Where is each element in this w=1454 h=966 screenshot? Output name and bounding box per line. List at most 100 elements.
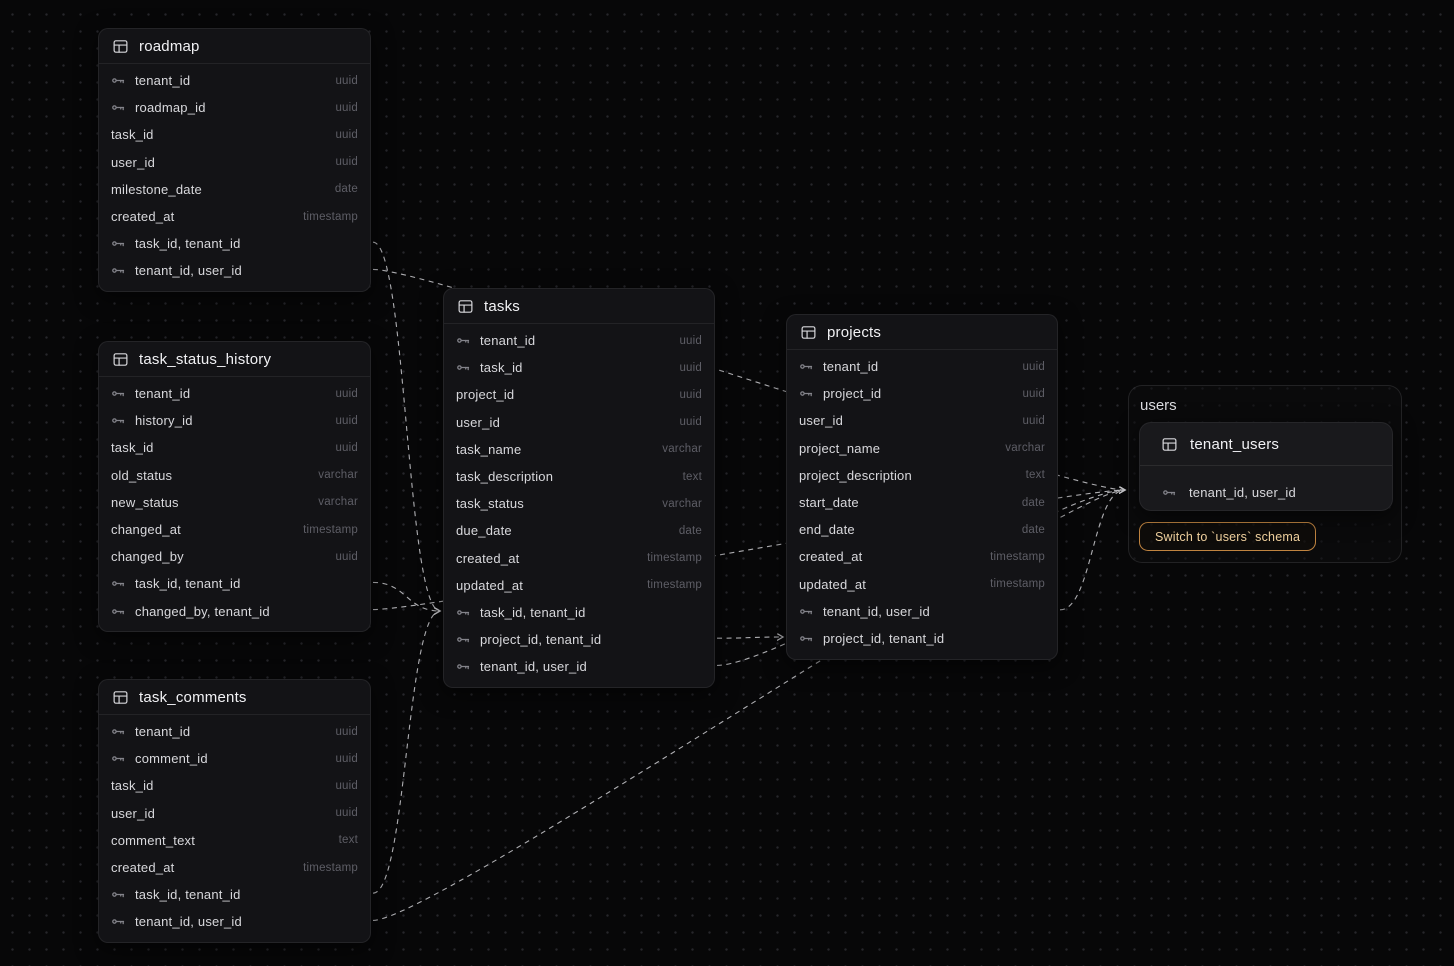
field-type: text <box>682 470 702 483</box>
field-name: start_date <box>799 495 859 511</box>
field-name: tenant_id, user_id <box>1189 484 1296 500</box>
table-icon <box>801 325 816 339</box>
switch-schema-button[interactable]: Switch to `users` schema <box>1139 522 1317 551</box>
field-type: date <box>678 524 702 537</box>
field-name: project_name <box>799 440 881 456</box>
field-type: uuid <box>335 128 358 141</box>
field-type: uuid <box>335 156 358 169</box>
field-row: due_date date <box>444 517 714 544</box>
field-name: task_id <box>111 440 154 456</box>
field-type: text <box>1025 469 1045 482</box>
field-row: tenant_id, user_id <box>99 257 370 284</box>
field-type: uuid <box>1022 360 1045 373</box>
field-name: tenant_id <box>480 333 536 349</box>
field-type: date <box>1021 523 1045 536</box>
field-row: task_id uuid <box>99 772 370 799</box>
field-row: tenant_id, user_id <box>99 908 370 935</box>
table-header[interactable]: tasks <box>444 289 714 324</box>
field-name: tenant_id <box>135 73 191 89</box>
field-name: history_id <box>135 413 193 429</box>
table-header[interactable]: roadmap <box>99 29 370 64</box>
field-name: changed_by, tenant_id <box>135 603 270 619</box>
field-name: task_id <box>480 360 523 376</box>
field-row: tenant_id, user_id <box>444 653 714 680</box>
field-row: tenant_id uuid <box>444 327 714 354</box>
key-icon <box>800 608 813 615</box>
key-icon <box>800 364 813 370</box>
field-name: due_date <box>456 523 512 539</box>
key-icon <box>1163 489 1176 495</box>
field-type: uuid <box>335 414 358 427</box>
field-name: tenant_id <box>823 359 879 375</box>
field-name: tenant_id, user_id <box>480 659 587 675</box>
field-row: tenant_id uuid <box>787 353 1057 380</box>
field-type: varchar <box>318 496 358 509</box>
table-title: task_comments <box>139 688 247 706</box>
key-icon <box>112 919 125 925</box>
field-name: old_status <box>111 467 173 483</box>
field-name: task_id, tenant_id <box>135 576 241 592</box>
field-name: task_name <box>456 441 522 457</box>
field-type: uuid <box>335 441 358 454</box>
key-icon <box>457 365 470 371</box>
field-type: timestamp <box>303 861 358 874</box>
field-name: user_id <box>111 805 156 821</box>
key-icon <box>112 608 125 614</box>
field-row: changed_by, tenant_id <box>99 598 370 625</box>
table-header[interactable]: task_status_history <box>99 342 370 377</box>
field-type: uuid <box>679 334 702 347</box>
key-icon <box>800 391 813 397</box>
key-icon <box>112 892 125 898</box>
field-name: task_id <box>111 778 154 794</box>
field-name: user_id <box>111 154 156 170</box>
table-header[interactable]: tenant_users <box>1140 423 1392 466</box>
key-icon <box>112 756 125 762</box>
field-row: tenant_id, user_id <box>1140 469 1392 515</box>
table-header[interactable]: projects <box>787 315 1057 350</box>
key-icon <box>112 268 125 274</box>
field-name: roadmap_id <box>135 100 206 116</box>
table-header[interactable]: task_comments <box>99 680 370 715</box>
table-card-projects[interactable]: projects tenant_id uuid project_id uuid user_… <box>786 314 1058 660</box>
table-icon <box>113 352 128 366</box>
key-icon <box>112 241 125 247</box>
table-title: tasks <box>484 297 521 315</box>
field-name: user_id <box>456 414 501 430</box>
field-name: comment_text <box>111 832 196 848</box>
field-type: timestamp <box>647 579 702 592</box>
table-card-tenant_users[interactable]: tenant_users tenant_id, user_id <box>1139 422 1393 511</box>
field-row: history_id uuid <box>99 407 370 434</box>
field-name: changed_by <box>111 549 184 565</box>
field-row: task_id uuid <box>99 434 370 461</box>
field-row: user_id uuid <box>99 149 370 176</box>
field-name: tenant_id <box>135 724 191 740</box>
field-name: created_at <box>799 549 863 565</box>
field-name: created_at <box>456 550 520 566</box>
field-name: project_id <box>823 386 882 402</box>
field-row: task_id, tenant_id <box>99 570 370 597</box>
field-type: uuid <box>335 779 358 792</box>
field-name: end_date <box>799 522 855 538</box>
